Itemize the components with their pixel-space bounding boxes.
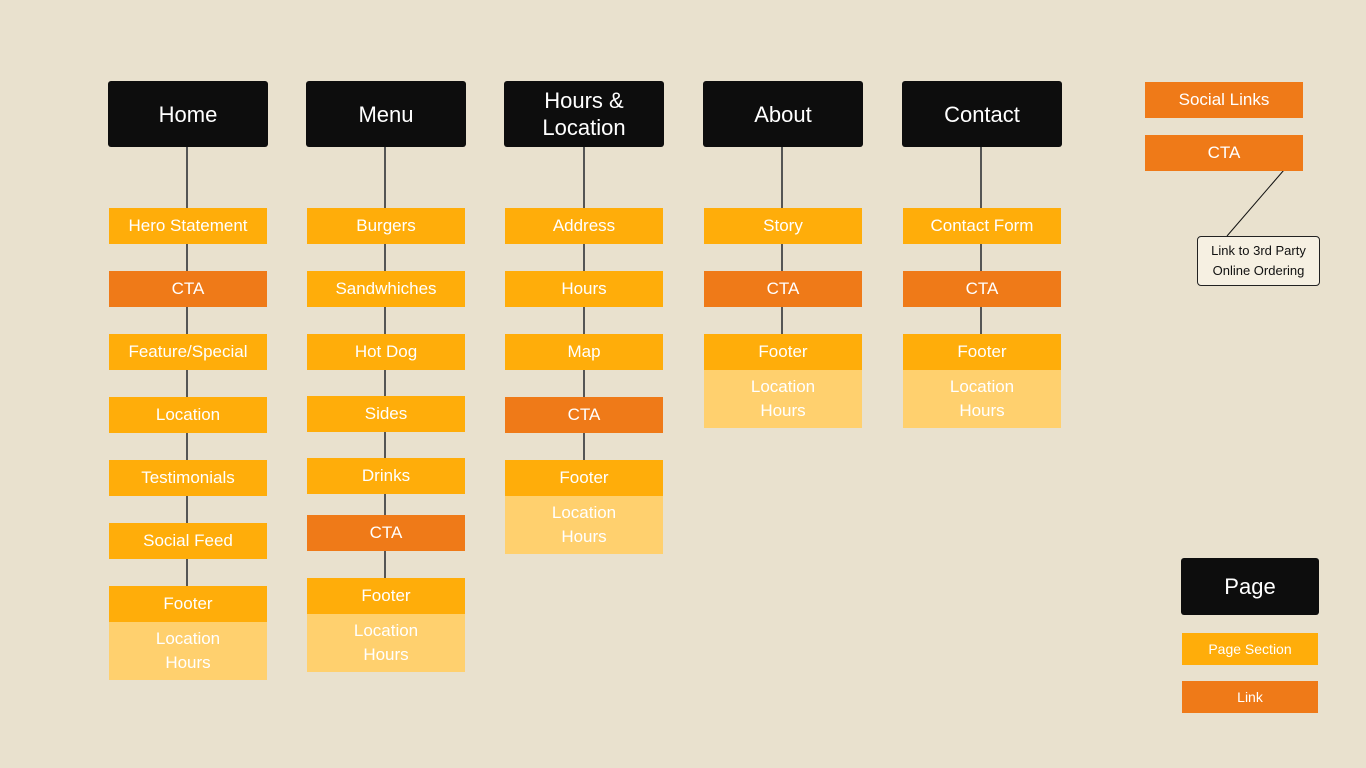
- cta-link: CTA: [903, 271, 1061, 307]
- page-box-2: Hours & Location: [504, 81, 664, 147]
- page-section: Burgers: [307, 208, 465, 244]
- annotation-pointer: [1226, 162, 1291, 237]
- global-cta: CTA: [1145, 135, 1303, 171]
- page-box-0: Home: [108, 81, 268, 147]
- page-section: Drinks: [307, 458, 465, 494]
- page-box-3: About: [703, 81, 863, 147]
- social-links: Social Links: [1145, 82, 1303, 118]
- page-section: Location: [109, 397, 267, 433]
- legend-page: Page: [1181, 558, 1319, 615]
- footer-section: Footer: [903, 334, 1061, 370]
- page-section: Testimonials: [109, 460, 267, 496]
- page-section: Social Feed: [109, 523, 267, 559]
- footer-section: Footer: [505, 460, 663, 496]
- page-section: Feature/Special: [109, 334, 267, 370]
- legend-section: Page Section: [1182, 633, 1318, 665]
- page-section: Sandwhiches: [307, 271, 465, 307]
- footer-info: Location Hours: [505, 496, 663, 554]
- footer-info: Location Hours: [307, 614, 465, 672]
- page-section: Hours: [505, 271, 663, 307]
- page-section: Contact Form: [903, 208, 1061, 244]
- page-section: Story: [704, 208, 862, 244]
- cta-link: CTA: [505, 397, 663, 433]
- cta-link: CTA: [307, 515, 465, 551]
- footer-info: Location Hours: [704, 370, 862, 428]
- page-section: Hot Dog: [307, 334, 465, 370]
- footer-section: Footer: [704, 334, 862, 370]
- cta-link: CTA: [704, 271, 862, 307]
- footer-section: Footer: [307, 578, 465, 614]
- page-section: Hero Statement: [109, 208, 267, 244]
- legend-link: Link: [1182, 681, 1318, 713]
- page-section: Address: [505, 208, 663, 244]
- footer-info: Location Hours: [109, 622, 267, 680]
- page-box-1: Menu: [306, 81, 466, 147]
- footer-info: Location Hours: [903, 370, 1061, 428]
- annotation-note: Link to 3rd Party Online Ordering: [1197, 236, 1320, 286]
- page-section: Map: [505, 334, 663, 370]
- cta-link: CTA: [109, 271, 267, 307]
- footer-section: Footer: [109, 586, 267, 622]
- page-section: Sides: [307, 396, 465, 432]
- page-box-4: Contact: [902, 81, 1062, 147]
